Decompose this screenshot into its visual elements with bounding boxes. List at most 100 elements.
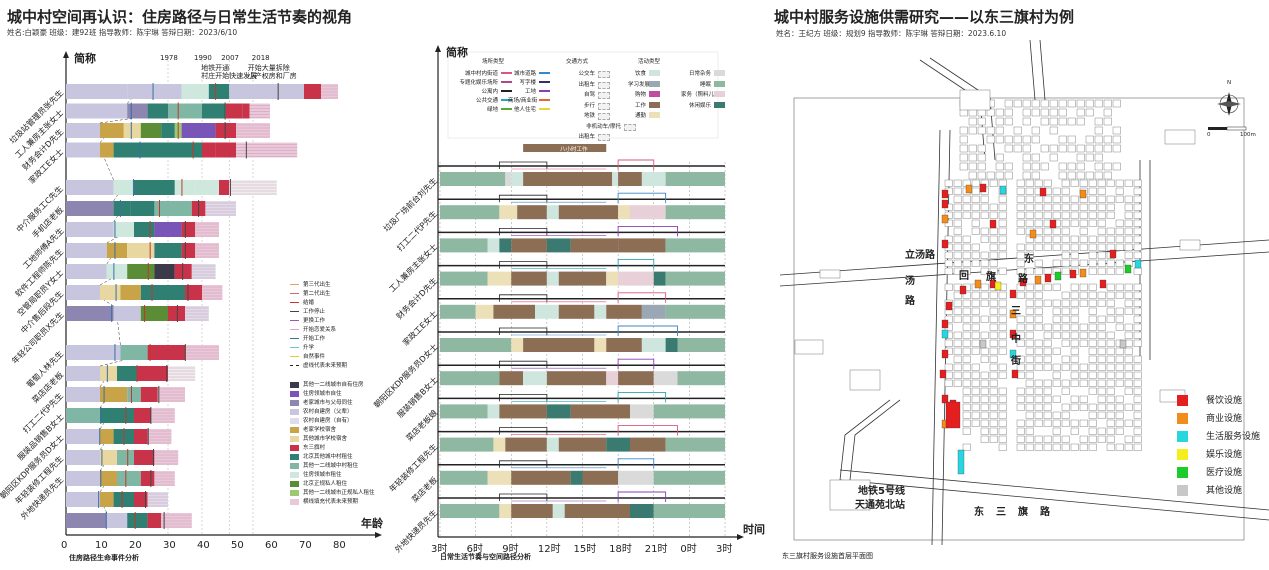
building xyxy=(998,419,1007,427)
building xyxy=(962,363,971,371)
building xyxy=(971,179,980,187)
building xyxy=(989,291,998,299)
route-path xyxy=(617,292,667,303)
building xyxy=(1022,153,1031,162)
building xyxy=(977,126,986,135)
activity-segment xyxy=(440,470,488,485)
legend-mode-swatch xyxy=(624,123,636,131)
housing-row xyxy=(66,512,192,529)
facility-marker xyxy=(1009,309,1017,319)
facility-marker xyxy=(1099,279,1107,289)
building xyxy=(1088,379,1097,387)
building xyxy=(1025,419,1034,427)
fill-legend-item: 其他一二线城市正规私人租住 xyxy=(290,489,375,498)
housing-row xyxy=(66,141,298,159)
building xyxy=(1164,129,1196,145)
building xyxy=(1115,219,1124,227)
activity-segment xyxy=(440,504,500,518)
left-x-tick: 30 xyxy=(163,540,176,551)
building xyxy=(1058,117,1067,126)
housing-segment xyxy=(100,123,124,138)
building xyxy=(1025,211,1034,219)
building xyxy=(1025,435,1034,443)
building xyxy=(794,339,824,355)
fill-legend-item: 东三旗村 xyxy=(290,444,375,453)
building xyxy=(989,259,998,267)
building xyxy=(995,135,1004,144)
building xyxy=(1088,339,1097,347)
activity-segment xyxy=(606,437,630,452)
building xyxy=(1076,108,1085,117)
activity-segment xyxy=(440,238,488,253)
legend-label: 其他一二线城市正规私人租住 xyxy=(303,490,375,496)
building xyxy=(1094,153,1103,162)
building xyxy=(1034,323,1043,331)
building xyxy=(1106,363,1115,371)
connector-line xyxy=(103,506,108,514)
housing-segment xyxy=(127,513,148,528)
legend-place-swatch xyxy=(501,108,512,110)
facility-marker xyxy=(941,239,949,249)
building xyxy=(1004,144,1013,153)
building xyxy=(1016,243,1025,251)
housing-segment xyxy=(113,201,131,216)
building xyxy=(1070,339,1079,347)
building xyxy=(962,371,971,379)
facility-legend-item: 医疗设施 xyxy=(1177,467,1260,485)
building xyxy=(962,379,971,387)
building xyxy=(944,179,953,187)
daily-rhythm-chart xyxy=(435,45,744,540)
building xyxy=(1097,259,1106,267)
building xyxy=(1124,195,1133,203)
route-path xyxy=(617,425,678,436)
road-label-litang-1: 立汤路 xyxy=(905,250,935,261)
building xyxy=(1025,291,1034,299)
facility-marker xyxy=(1009,289,1017,299)
building xyxy=(1085,135,1094,144)
building xyxy=(998,235,1007,243)
legend-mode-swatch xyxy=(598,134,610,141)
road-line xyxy=(839,399,891,481)
route-path xyxy=(617,259,655,270)
housing-segment xyxy=(168,142,202,158)
fill-legend-item: 农村自建房（父辈） xyxy=(290,408,375,417)
building xyxy=(1094,171,1103,180)
building xyxy=(1088,347,1097,355)
activity-segment xyxy=(511,271,547,286)
building xyxy=(1088,211,1097,219)
building xyxy=(1052,331,1061,339)
building xyxy=(1070,371,1079,379)
building xyxy=(998,267,1007,275)
legend-label: 老家学校宿舍 xyxy=(303,427,337,433)
building xyxy=(1040,144,1049,153)
building xyxy=(1106,379,1115,387)
legend-swatch xyxy=(290,338,299,339)
building xyxy=(980,347,989,355)
connector-line xyxy=(106,236,118,244)
housing-segment xyxy=(185,285,202,300)
route-path xyxy=(498,360,548,369)
left-x-tick: 80 xyxy=(333,540,346,551)
legend-swatch xyxy=(290,320,299,321)
legend-label: 工作停止 xyxy=(303,309,326,315)
building xyxy=(1043,379,1052,387)
building xyxy=(953,299,962,307)
building xyxy=(1049,108,1058,117)
legend-place-swatch xyxy=(501,81,512,83)
building xyxy=(1043,211,1052,219)
housing-segment xyxy=(168,285,185,300)
legend-label: 升学 xyxy=(303,345,315,351)
building xyxy=(1106,291,1115,299)
activity-segment xyxy=(653,470,725,485)
building xyxy=(1106,347,1115,355)
building xyxy=(989,251,998,259)
building xyxy=(1034,243,1043,251)
building xyxy=(1025,347,1034,355)
building xyxy=(1124,371,1133,379)
line-legend-item: 第三代出生 xyxy=(290,281,347,290)
building xyxy=(1115,179,1124,187)
building xyxy=(1052,379,1061,387)
building xyxy=(1067,135,1076,144)
building xyxy=(1088,307,1097,315)
building xyxy=(959,144,968,153)
